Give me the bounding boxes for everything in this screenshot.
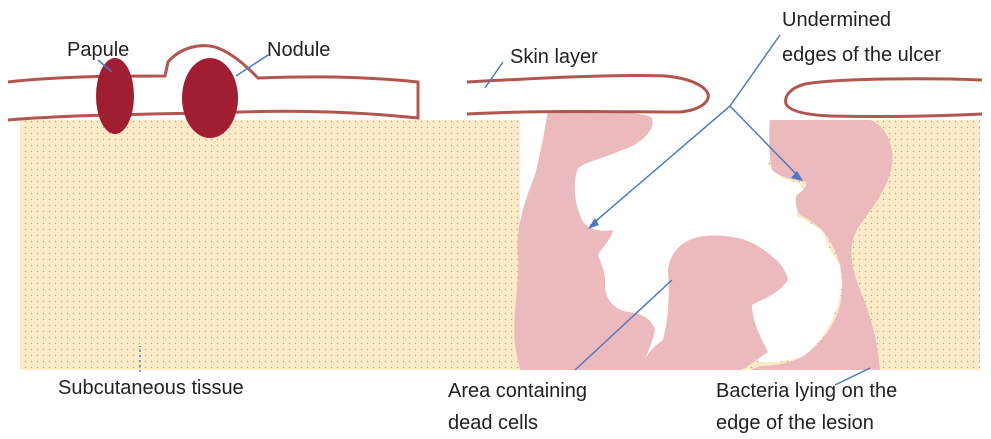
papule	[96, 58, 134, 134]
label-dead-cells-line1: Area containing	[448, 378, 587, 404]
label-subcutaneous-tissue: Subcutaneous tissue	[58, 375, 244, 401]
label-bacteria-line2: edge of the lesion	[716, 410, 874, 436]
label-nodule: Nodule	[267, 37, 330, 63]
skin-layer-right	[786, 79, 982, 117]
label-skin-layer: Skin layer	[510, 44, 598, 70]
skin-layer-middle	[467, 75, 708, 114]
label-papule: Papule	[67, 37, 129, 63]
nodule	[182, 58, 238, 138]
label-undermined-line2: edges of the ulcer	[782, 42, 941, 68]
label-bacteria-line1: Bacteria lying on the	[716, 378, 897, 404]
undermined-leader-main	[730, 35, 780, 106]
label-undermined-line1: Undermined	[782, 7, 891, 33]
label-dead-cells-line2: dead cells	[448, 410, 538, 436]
